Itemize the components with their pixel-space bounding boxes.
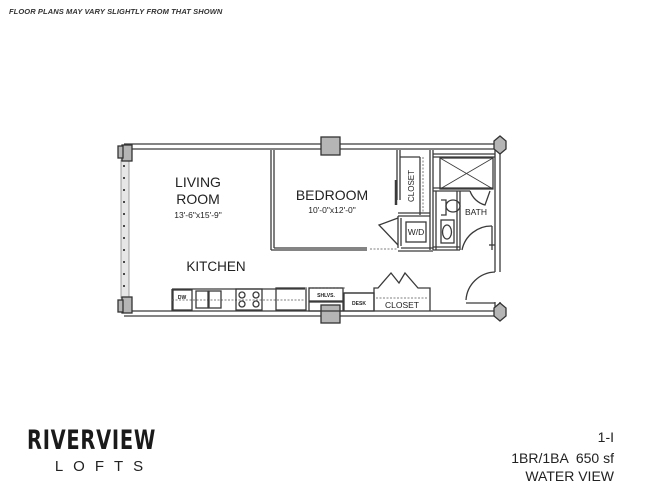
kitchen-counter <box>171 271 431 312</box>
unit-code: 1-I <box>597 429 614 445</box>
bedroom-closet-label: CLOSET <box>407 170 416 202</box>
brand-name: RIVERVIEW <box>27 425 156 456</box>
living-room-label-2: ROOM <box>176 191 220 207</box>
unit-summary: 1BR/1BA 650 sf <box>511 450 614 466</box>
brand-subtitle: LOFTS <box>54 458 154 475</box>
disclaimer-text: FLOOR PLANS MAY VARY SLIGHTLY FROM THAT … <box>9 7 223 16</box>
bedroom-dimensions: 10'-0"x12'-0" <box>308 205 356 215</box>
exterior-walls <box>124 143 501 317</box>
washer-dryer-box <box>405 221 427 243</box>
room-labels: LIVING ROOM 13'-6"x15'-9" BEDROOM 10'-0"… <box>174 170 487 310</box>
bedroom-label: BEDROOM <box>296 187 368 203</box>
living-room-label: LIVING <box>175 174 221 190</box>
window-left <box>120 159 130 299</box>
columns <box>117 135 507 324</box>
kitchen-label: KITCHEN <box>186 259 245 274</box>
bath-walls <box>433 153 496 304</box>
washer-dryer-label: W/D <box>408 227 425 237</box>
living-room-dimensions: 13'-6"x15'-9" <box>174 210 222 220</box>
entry-closet-label: CLOSET <box>385 300 419 310</box>
dishwasher-label: DW <box>178 295 187 301</box>
unit-view: WATER VIEW <box>525 468 614 484</box>
unit-info: 1-I 1BR/1BA 650 sf WATER VIEW <box>511 428 614 485</box>
shelves-label: SHLVS. <box>317 293 335 299</box>
desk-label: DESK <box>352 301 366 307</box>
brand-logo: RIVERVIEW LOFTS <box>25 425 175 475</box>
bath-label: BATH <box>465 207 487 217</box>
bedroom-walls <box>270 150 434 252</box>
